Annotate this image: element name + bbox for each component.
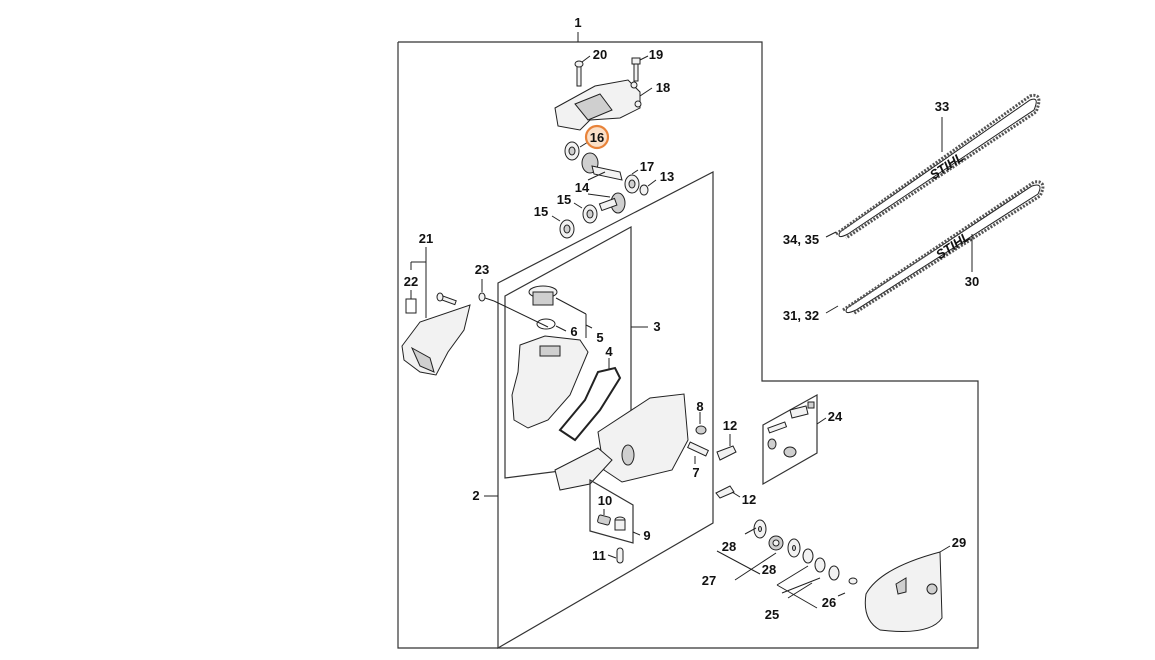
washer-28b[interactable] bbox=[787, 538, 801, 558]
part-label-12b[interactable]: 12 bbox=[742, 492, 756, 507]
part-label-14[interactable]: 14 bbox=[575, 180, 590, 195]
sprocket-27[interactable] bbox=[768, 535, 784, 551]
screw-cover[interactable] bbox=[436, 292, 457, 306]
tensioner-kit-box bbox=[762, 393, 818, 486]
part-label-8[interactable]: 8 bbox=[696, 399, 703, 414]
part-label-6[interactable]: 6 bbox=[570, 324, 577, 339]
slide-12b[interactable] bbox=[715, 485, 735, 499]
gear-housing-18[interactable] bbox=[554, 79, 642, 131]
screw-26[interactable] bbox=[848, 577, 858, 585]
part-label-15a[interactable]: 15 bbox=[557, 192, 571, 207]
part-label-18[interactable]: 18 bbox=[656, 80, 670, 95]
part-label-7[interactable]: 7 bbox=[692, 465, 699, 480]
slide-12a[interactable] bbox=[716, 445, 737, 461]
washers-25[interactable] bbox=[802, 548, 840, 581]
part-label-20[interactable]: 20 bbox=[593, 47, 607, 62]
part-label-28a[interactable]: 28 bbox=[722, 539, 736, 554]
pin-11[interactable] bbox=[616, 547, 624, 564]
stud-7[interactable] bbox=[687, 441, 709, 457]
part-label-19[interactable]: 19 bbox=[649, 47, 663, 62]
bushing-9[interactable] bbox=[614, 516, 626, 531]
assembly-frame bbox=[397, 41, 979, 649]
housing-panel bbox=[497, 171, 714, 650]
bearing-17[interactable] bbox=[624, 174, 640, 194]
cover-21[interactable] bbox=[401, 304, 471, 376]
part-label-27[interactable]: 27 bbox=[702, 573, 716, 588]
part-label-11[interactable]: 11 bbox=[592, 548, 606, 563]
spring-10[interactable] bbox=[597, 514, 611, 526]
part-label-17[interactable]: 17 bbox=[640, 159, 654, 174]
highlight-marker-16[interactable] bbox=[584, 124, 610, 150]
part-label-21[interactable]: 21 bbox=[419, 231, 433, 246]
gear-14[interactable] bbox=[598, 192, 626, 214]
bearing-15b[interactable] bbox=[559, 219, 575, 239]
part-label-15b[interactable]: 15 bbox=[534, 204, 548, 219]
part-label-22[interactable]: 22 bbox=[404, 274, 418, 289]
adjuster-box bbox=[589, 478, 634, 544]
gasket-4[interactable] bbox=[558, 366, 622, 442]
oil-tank[interactable] bbox=[511, 335, 589, 429]
part-label-9[interactable]: 9 bbox=[643, 528, 650, 543]
part-label-12a[interactable]: 12 bbox=[723, 418, 737, 433]
bearing-16[interactable] bbox=[564, 141, 580, 161]
part-label-28b[interactable]: 28 bbox=[762, 562, 776, 577]
o-ring-6[interactable] bbox=[536, 318, 556, 330]
part-label-5[interactable]: 5 bbox=[596, 330, 603, 345]
screw-19[interactable] bbox=[631, 57, 641, 82]
part-label-4[interactable]: 4 bbox=[605, 344, 613, 359]
part-label-13[interactable]: 13 bbox=[660, 169, 674, 184]
part-label-25[interactable]: 25 bbox=[765, 607, 779, 622]
sprocket-housing[interactable] bbox=[554, 393, 689, 491]
screw-20[interactable] bbox=[574, 60, 584, 87]
ring-13[interactable] bbox=[639, 184, 649, 196]
oil-cap-5[interactable] bbox=[528, 285, 558, 306]
bevel-gear-shaft[interactable] bbox=[581, 152, 623, 181]
part-label-10[interactable]: 10 bbox=[598, 493, 612, 508]
part-label-30[interactable]: 30 bbox=[965, 274, 979, 289]
part-label-16[interactable]: 16 bbox=[590, 130, 604, 145]
part-label-26[interactable]: 26 bbox=[822, 595, 836, 610]
part-label-31-32[interactable]: 31, 32 bbox=[783, 308, 819, 323]
screw-23[interactable] bbox=[478, 292, 495, 302]
part-label-23[interactable]: 23 bbox=[475, 262, 489, 277]
washer-28a[interactable] bbox=[753, 519, 767, 539]
label-plate-22[interactable] bbox=[405, 298, 417, 314]
plug-8[interactable] bbox=[695, 425, 707, 435]
part-label-24[interactable]: 24 bbox=[828, 409, 843, 424]
chain-sprocket-cover-29[interactable] bbox=[864, 551, 943, 632]
part-label-1[interactable]: 1 bbox=[574, 15, 581, 30]
bearing-15a[interactable] bbox=[582, 204, 598, 224]
guide-bar-30[interactable]: STIHL bbox=[842, 180, 1045, 316]
part-label-2[interactable]: 2 bbox=[472, 488, 479, 503]
part-label-34-35[interactable]: 34, 35 bbox=[783, 232, 819, 247]
part-label-29[interactable]: 29 bbox=[952, 535, 966, 550]
part-label-3[interactable]: 3 bbox=[653, 319, 660, 334]
stihl-logo-30: STIHL bbox=[933, 229, 973, 262]
tensioner-parts-24[interactable] bbox=[767, 401, 815, 458]
part-label-33[interactable]: 33 bbox=[935, 99, 949, 114]
